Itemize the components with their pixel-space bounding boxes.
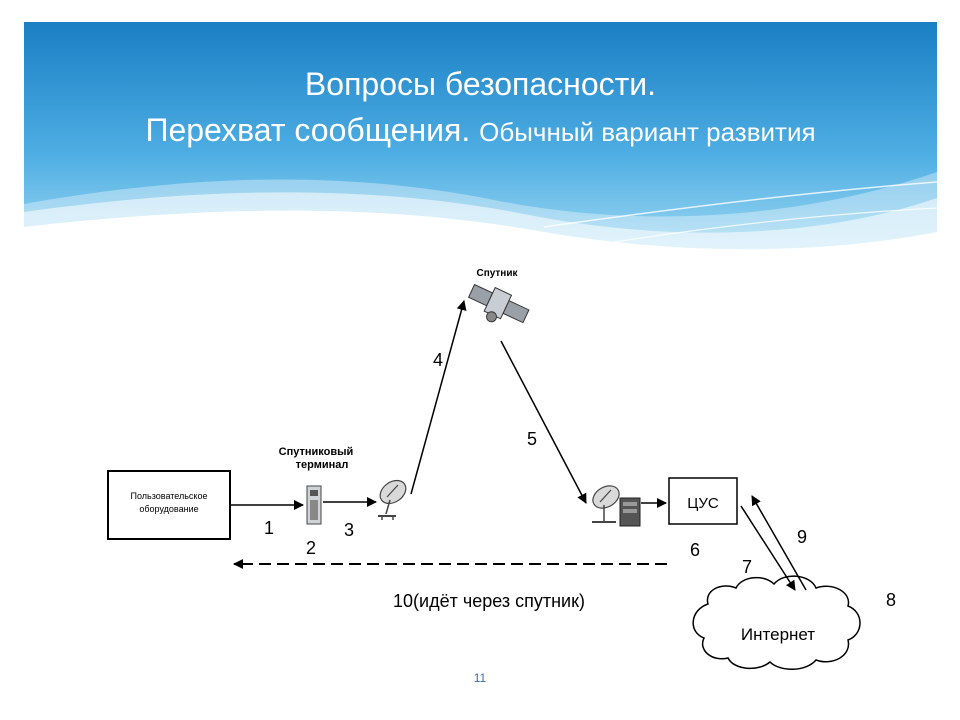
user-equipment-label-line-1: Пользовательское [131,491,208,501]
page-number: 11 [473,671,487,685]
internet-cloud-node: Интернет [692,575,861,670]
control-center-label: ЦУС [687,495,719,512]
arrow-step-7 [740,505,796,591]
arrow-step-4 [410,300,467,495]
arrow-step-9 [751,495,807,591]
control-center-node: ЦУС [668,477,738,525]
ground-station-node [592,485,641,527]
arrow-step-5 [500,340,587,504]
step-label-7: 7 [742,557,752,577]
ground-server-icon [619,497,641,527]
terminal-label-line-2: терминал [296,459,349,471]
terminal-device-icon [306,485,322,525]
title-line-2-main: Перехват сообщения. [145,112,471,148]
slide: Вопросы безопасности. Перехват сообщения… [24,22,937,698]
terminal-label-line-1: Спутниковый [279,446,354,458]
slide-title: Вопросы безопасности. Перехват сообщения… [24,62,937,154]
user-equipment-label-line-2: оборудование [139,504,198,514]
step-label-2: 2 [306,538,316,558]
step-label-3: 3 [344,520,354,540]
satellite-icon [467,283,530,324]
step-label-6: 6 [690,540,700,560]
ground-dish-icon [592,485,620,523]
step-label-5: 5 [527,429,537,449]
step-label-1: 1 [264,518,274,538]
header-banner: Вопросы безопасности. Перехват сообщения… [24,22,937,262]
return-path-label: 10(идёт через спутник) [393,591,585,611]
title-line-2: Перехват сообщения. Обычный вариант разв… [24,108,937,154]
satellite-terminal-node: Спутниковый терминал [279,446,407,525]
internet-label: Интернет [741,625,815,644]
satellite-node: Спутник [467,268,530,324]
title-line-2-small: Обычный вариант развития [479,117,816,147]
step-label-8: 8 [886,590,896,610]
step-label-9: 9 [797,527,807,547]
dish-antenna-icon [378,479,407,520]
title-line-1: Вопросы безопасности. [304,66,657,102]
step-label-4: 4 [433,350,443,370]
satellite-label: Спутник [476,268,518,279]
user-equipment-node: Пользовательское оборудование [107,470,231,540]
header-background [24,22,937,262]
